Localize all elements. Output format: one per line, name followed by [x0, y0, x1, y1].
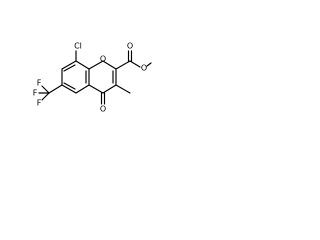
- fluorine-top-atom-label: F: [37, 79, 42, 88]
- bond-c7-c8: [61, 60, 77, 70]
- bond-c8-c8a: [75, 60, 90, 70]
- bond-ester-c-alkoxy-o: [129, 60, 141, 68]
- bond-c5-c6: [61, 84, 77, 94]
- fluorine-bottom-atom-label: F: [37, 99, 42, 108]
- bond-c4a-c5: [75, 84, 90, 94]
- bond-layer: [38, 50, 152, 105]
- bond-c7-c8-inner: [63, 64, 76, 72]
- ring-oxygen-atom-label: O: [100, 55, 106, 64]
- ketone-oxygen-atom-label: O: [100, 105, 106, 114]
- bond-c5-c6-inner: [63, 82, 76, 90]
- bond-c2-ester-c: [115, 60, 131, 70]
- bond-c4-c4a: [88, 84, 104, 94]
- ester-alkoxy-oxygen-atom-label: O: [141, 64, 147, 73]
- chlorine-atom-label: Cl: [74, 42, 82, 51]
- bond-c8a-o1: [88, 60, 104, 70]
- molecule-structure-diagram: Cl O O O O F F F: [33, 42, 152, 114]
- bond-alkoxy-o-ch2: [146, 62, 152, 67]
- bond-o1-c2: [102, 60, 117, 70]
- bond-cf3-f-top: [41, 85, 50, 94]
- ester-carbonyl-oxygen-atom-label: O: [127, 42, 133, 51]
- bond-c3-c4: [102, 84, 117, 94]
- fluorine-left-atom-label: F: [33, 89, 38, 98]
- atom-label-layer: Cl O O O O F F F: [33, 42, 147, 114]
- bond-cf3-f-bottom: [41, 92, 50, 101]
- bond-c3-methyl: [115, 84, 131, 94]
- bond-c6-cf3: [48, 84, 63, 94]
